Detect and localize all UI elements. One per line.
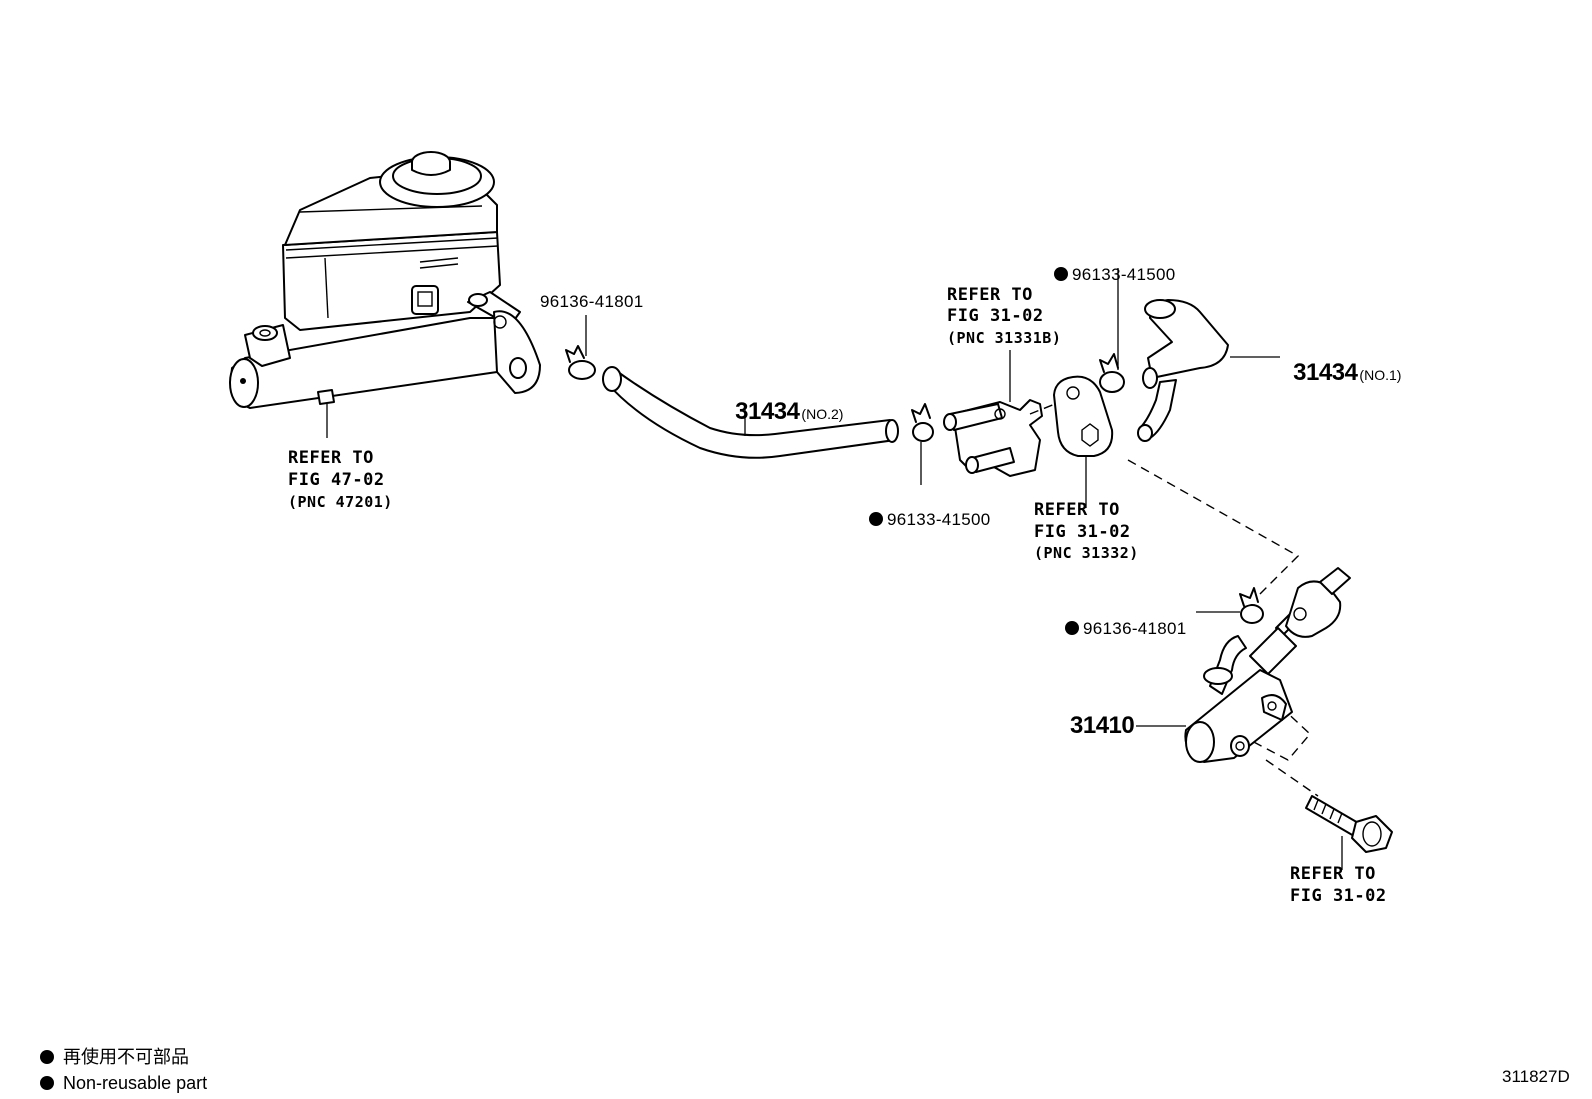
union-fitting-illustration	[943, 350, 1043, 477]
union-ref-line2: FIG 31-02	[947, 306, 1044, 326]
legend-japanese: 再使用不可部品	[30, 1030, 189, 1066]
hose-no1-callout: 31434(NO.1)	[1283, 345, 1401, 385]
non-reusable-bullet-icon	[1065, 621, 1080, 635]
bolt-ref-line1: REFER TO	[1290, 864, 1376, 884]
gasket-ref-line2: FIG 31-02	[1034, 522, 1131, 542]
union-ref-line1: REFER TO	[947, 285, 1033, 305]
hose-clamp-illustration	[565, 315, 596, 380]
non-reusable-bullet-icon	[1054, 267, 1069, 281]
bolt-ref-line2: FIG 31-02	[1290, 886, 1387, 906]
clip-lower-callout: 96133-41500	[859, 494, 991, 528]
clip-upper-part-number: 96133-41500	[1072, 265, 1176, 284]
brake-master-cylinder-illustration	[229, 151, 541, 438]
clamp-right-part-number: 96136-41801	[1083, 619, 1187, 638]
reservoir-hose-no1-illustration	[1137, 299, 1280, 442]
hose-no2-part-number: 31434	[735, 398, 800, 425]
legend-bullet-icon	[40, 1076, 55, 1090]
hose-clip-upper-illustration	[1099, 268, 1125, 393]
gasket-illustration	[1053, 375, 1114, 508]
clip-lower-part-number: 96133-41500	[887, 510, 991, 529]
master-cylinder-ref-line1: REFER TO	[288, 448, 374, 468]
assembly-dashed-lines	[1029, 403, 1319, 797]
hose-clip-lower-illustration	[911, 403, 934, 485]
hose-no1-part-number: 31434	[1293, 359, 1358, 386]
legend-english-text: Non-reusable part	[63, 1073, 208, 1093]
mounting-bolt-illustration	[1305, 795, 1393, 870]
legend-english: Non-reusable part	[30, 1056, 207, 1092]
clutch-master-cylinder-illustration	[1136, 567, 1351, 763]
clamp-top-left-part-number: 96136-41801	[540, 292, 644, 311]
hose-no2-callout: 31434(NO.2)	[725, 384, 843, 424]
hose-no2-suffix: (NO.2)	[801, 406, 844, 422]
master-cylinder-ref-line2: FIG 47-02	[288, 470, 385, 490]
clip-upper-callout: 96133-41500	[1044, 249, 1176, 283]
figure-code: 311827D	[1502, 1067, 1570, 1086]
clamp-right-callout: 96136-41801	[1055, 603, 1187, 637]
gasket-ref-line1: REFER TO	[1034, 500, 1120, 520]
clutch-cylinder-part-number: 31410	[1070, 712, 1135, 739]
union-ref-line3: (PNC 31331B)	[947, 329, 1062, 347]
legend-bullet-icon	[40, 1050, 55, 1064]
master-cylinder-ref-line3: (PNC 47201)	[288, 493, 393, 511]
gasket-ref-line3: (PNC 31332)	[1034, 544, 1139, 562]
reservoir-hose-no2-illustration	[602, 366, 899, 459]
non-reusable-bullet-icon	[869, 512, 884, 526]
legend-japanese-text: 再使用不可部品	[63, 1047, 190, 1067]
hose-no1-suffix: (NO.1)	[1359, 367, 1402, 383]
